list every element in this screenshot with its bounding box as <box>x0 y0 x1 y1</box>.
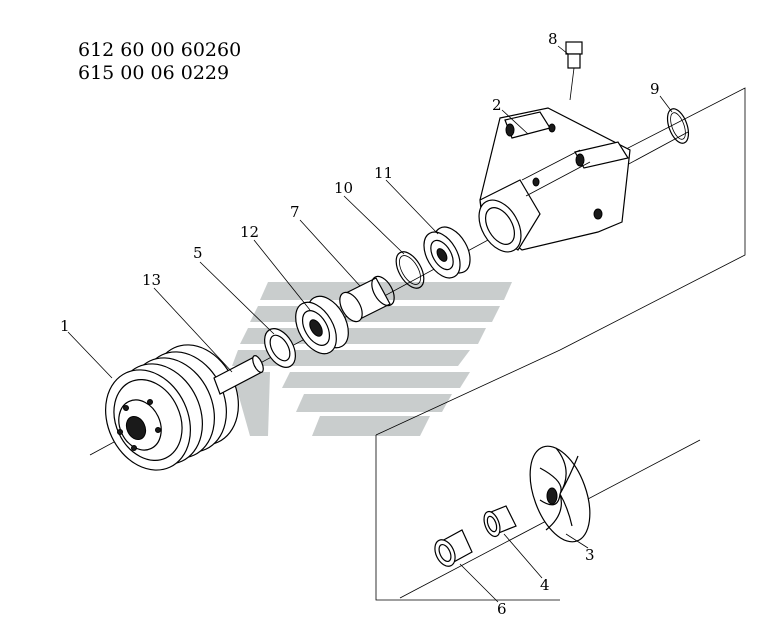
plug-part-8 <box>565 41 583 101</box>
bearing-part-11 <box>423 226 471 279</box>
lower-frame-top <box>375 349 561 436</box>
part-number-1: 612 60 00 60260 <box>78 39 241 61</box>
sleeve-part-7 <box>339 275 395 323</box>
ring-part-9 <box>666 108 690 144</box>
callout-12: 12 <box>240 223 259 241</box>
callout-7: 7 <box>290 203 300 221</box>
callout-1: 1 <box>60 317 70 335</box>
seal-part-5 <box>264 328 296 368</box>
leader-lines <box>67 45 673 603</box>
callout-4: 4 <box>540 576 550 594</box>
seal-part-6 <box>434 529 473 567</box>
part-number-2: 615 00 06 0229 <box>78 62 229 84</box>
bushing-part-4 <box>483 505 517 538</box>
bearing-part-12 <box>295 295 349 355</box>
callout-9: 9 <box>650 80 660 98</box>
shaft-part-13 <box>213 355 264 395</box>
callout-10: 10 <box>334 179 353 197</box>
callout-3: 3 <box>585 546 595 564</box>
callout-11: 11 <box>374 164 393 182</box>
callout-13: 13 <box>142 271 161 289</box>
callout-2: 2 <box>492 96 502 114</box>
lower-frame-left <box>375 435 560 601</box>
impeller-part-3 <box>529 445 591 543</box>
housing-part-2 <box>478 107 631 253</box>
circlip-part-10 <box>395 251 425 289</box>
pulley-part-1 <box>105 344 239 471</box>
callout-6: 6 <box>497 600 507 618</box>
callout-5: 5 <box>193 244 203 262</box>
callout-8: 8 <box>548 30 558 48</box>
upper-frame <box>559 87 746 351</box>
